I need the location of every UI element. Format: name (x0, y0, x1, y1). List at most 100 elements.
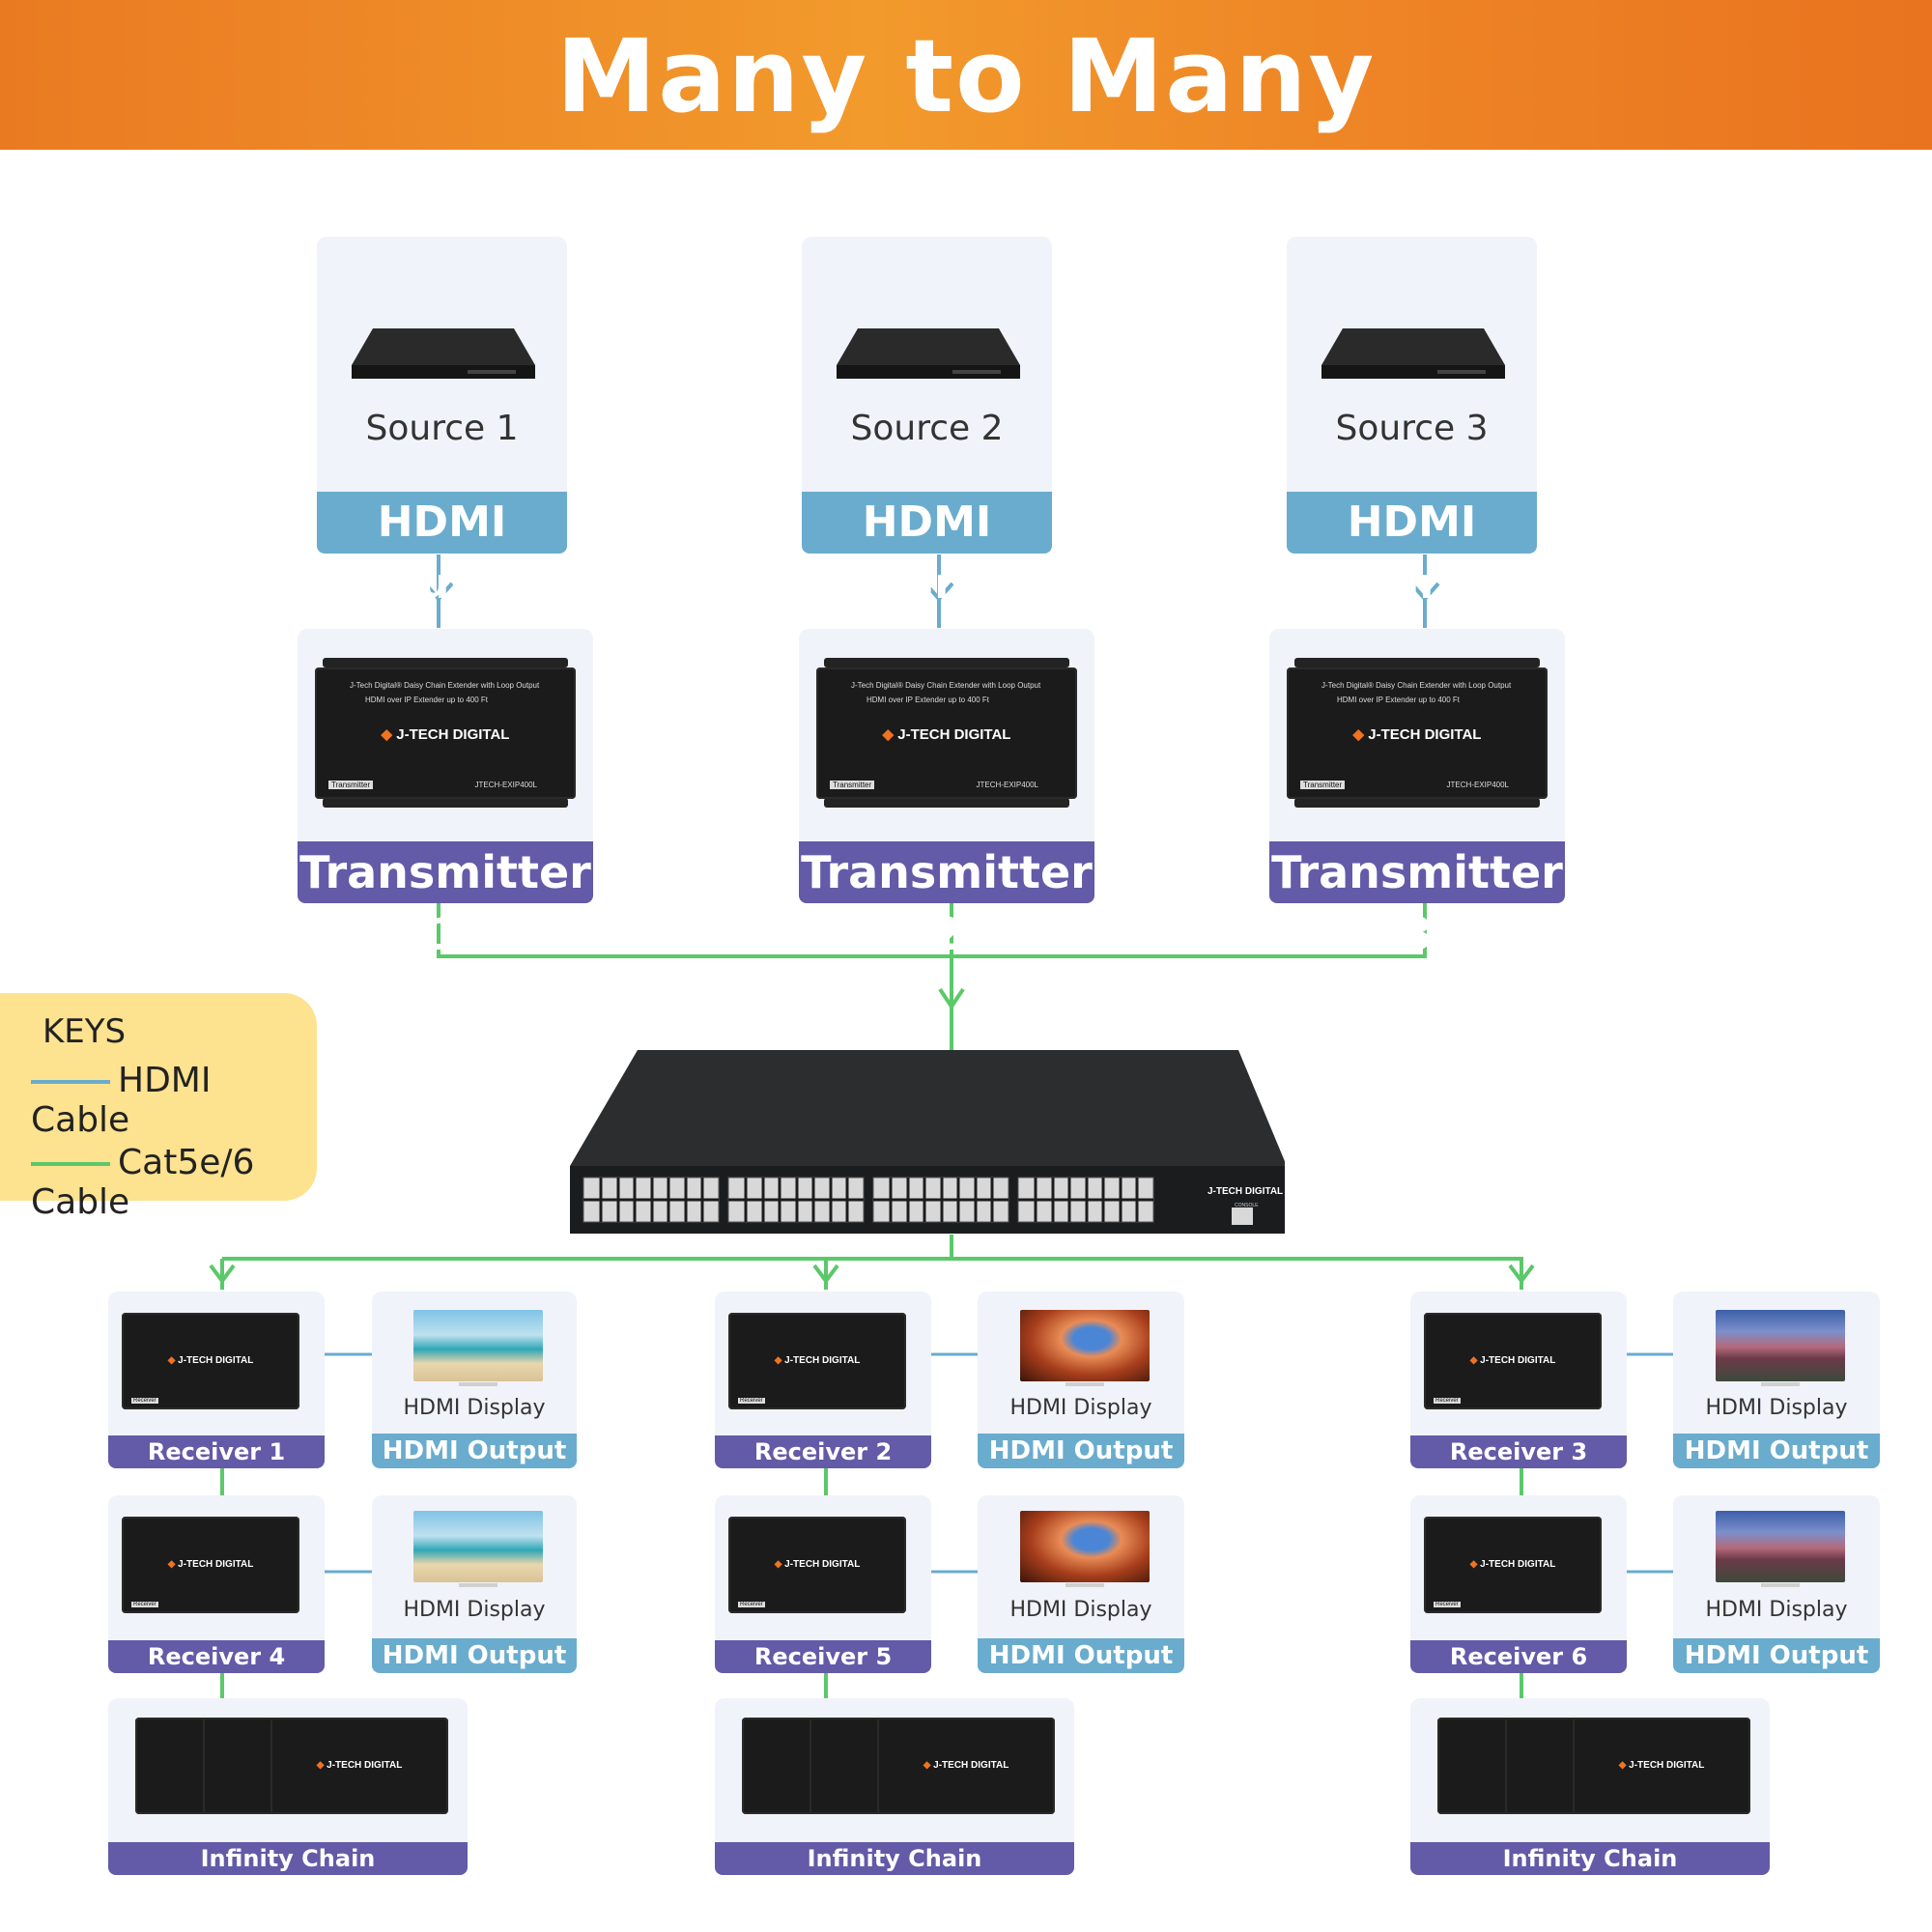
hdmi-cable-source-2 (923, 554, 954, 628)
keys-legend: KEYS HDMI Cable Cat5e/6 Cable (0, 993, 317, 1222)
hdmi-output-label: HDMI Output 3 (1673, 1434, 1880, 1500)
receiver-device-icon: ◆ J-TECH DIGITAL Receiver (1424, 1313, 1602, 1409)
beach-display-icon (413, 1511, 543, 1582)
hdmi-source-label: HDMI Source (802, 492, 1052, 609)
transmitter-card-1: J-Tech Digital® Daisy Chain Extender wit… (298, 629, 593, 960)
device-caption: J-Tech Digital® Daisy Chain Extender wit… (1321, 681, 1512, 690)
transmitter-device-icon: J-Tech Digital® Daisy Chain Extender wit… (315, 668, 576, 799)
device-caption: HDMI over IP Extender up to 400 Ft (1337, 696, 1461, 704)
receiver-device-icon: ◆ J-TECH DIGITAL (270, 1718, 448, 1814)
hdmi-output-label: HDMI Output 4 (372, 1638, 577, 1705)
device-ear (323, 798, 568, 808)
infinity-chain-label: Infinity Chain (108, 1842, 468, 1875)
source-name: Source 3 (1335, 409, 1489, 448)
output-card-6: HDMI Display HDMI Output 6 (1673, 1495, 1880, 1705)
receiver-device-icon: ◆ J-TECH DIGITAL (1573, 1718, 1750, 1814)
network-switch-icon (570, 1050, 1285, 1234)
receiver-device-icon: ◆ J-TECH DIGITAL Receiver (122, 1517, 299, 1613)
device-tag: Receiver (1434, 1602, 1461, 1607)
transmitter-card-3: J-Tech Digital® Daisy Chain Extender wit… (1269, 629, 1565, 960)
receiver-device-icon (810, 1718, 887, 1814)
device-tag: Transmitter (830, 781, 875, 789)
receiver-device-icon (135, 1718, 213, 1814)
display-caption: HDMI Display (403, 1598, 546, 1622)
receiver-device-icon (1437, 1718, 1515, 1814)
device-ear (323, 658, 568, 668)
device-caption: J-Tech Digital® Daisy Chain Extender wit… (350, 681, 540, 690)
switch-console-label: CONSOLE (1235, 1203, 1259, 1208)
output-card-1: HDMI Display HDMI Output 1 (372, 1292, 577, 1500)
device-ear (824, 798, 1069, 808)
output-card-5: HDMI Display HDMI Output 5 (978, 1495, 1184, 1705)
display-stand (1761, 1583, 1800, 1587)
receiver-card-4: ◆ J-TECH DIGITAL Receiver Receiver 4 (108, 1495, 325, 1673)
brand-logo: ◆ J-TECH DIGITAL (774, 1559, 861, 1570)
display-stand (1065, 1382, 1104, 1386)
cat-cable-transmitters (437, 903, 1427, 1051)
device-caption: HDMI over IP Extender up to 400 Ft (867, 696, 990, 704)
display-caption: HDMI Display (1705, 1598, 1848, 1622)
mountain-display-icon (1716, 1310, 1845, 1381)
receiver-card-1: ◆ J-TECH DIGITAL Receiver Receiver 1 (108, 1292, 325, 1468)
receiver-device-icon (203, 1718, 280, 1814)
brand-logo: ◆ J-TECH DIGITAL (1352, 725, 1482, 743)
cat-cables (209, 903, 1535, 1700)
brand-logo: ◆ J-TECH DIGITAL (381, 725, 510, 743)
display-caption: HDMI Display (1009, 1396, 1152, 1420)
display-caption: HDMI Display (1705, 1396, 1848, 1420)
receiver-device-icon (1505, 1718, 1582, 1814)
device-tag: Receiver (738, 1602, 765, 1607)
mountain-display-icon (1716, 1511, 1845, 1582)
hdmi-source-label: HDMI Source (1287, 492, 1537, 609)
source-name: Source 1 (365, 409, 519, 448)
device-ear (824, 658, 1069, 668)
title-banner: Many to Many (0, 0, 1932, 150)
hdmi-cable-swatch (31, 1080, 110, 1084)
receiver-card-2: ◆ J-TECH DIGITAL Receiver Receiver 2 (715, 1292, 931, 1468)
keys-cat-row: Cat5e/6 Cable (31, 1143, 317, 1222)
hdmi-output-label: HDMI Output 1 (372, 1434, 577, 1500)
transmitter-card-2: J-Tech Digital® Daisy Chain Extender wit… (799, 629, 1094, 960)
display-caption: HDMI Display (1009, 1598, 1152, 1622)
beach-display-icon (413, 1310, 543, 1381)
brand-logo: ◆ J-TECH DIGITAL (1618, 1760, 1705, 1771)
brand-logo: ◆ J-TECH DIGITAL (774, 1355, 861, 1366)
brand-logo: ◆ J-TECH DIGITAL (316, 1760, 403, 1771)
hdmi-cable-source-3 (1409, 554, 1440, 628)
cat-chain-links (220, 1468, 1523, 1700)
hdmi-output-label: HDMI Output 2 (978, 1434, 1184, 1500)
source-card-2: Source 2 HDMI Source (802, 237, 1052, 609)
device-caption: HDMI over IP Extender up to 400 Ft (365, 696, 489, 704)
transmitter-label: Transmitter 2 (799, 841, 1094, 960)
hdmi-cable-source-1 (423, 554, 454, 628)
display-stand (1065, 1583, 1104, 1587)
hdmi-output-label: HDMI Output 6 (1673, 1638, 1880, 1705)
source-card-3: Source 3 HDMI Source (1287, 237, 1537, 609)
receiver-device-icon: ◆ J-TECH DIGITAL Receiver (122, 1313, 299, 1409)
brand-logo: ◆ J-TECH DIGITAL (167, 1559, 254, 1570)
blu-ray-player-icon (837, 328, 1020, 379)
device-tag: Transmitter (328, 781, 374, 789)
brand-logo: ◆ J-TECH DIGITAL (1469, 1355, 1556, 1366)
chain-card-1: ◆ J-TECH DIGITAL Infinity Chain (108, 1698, 468, 1875)
device-model: JTECH-EXIP400L (1446, 781, 1509, 789)
receiver-device-icon (742, 1718, 819, 1814)
output-card-3: HDMI Display HDMI Output 3 (1673, 1292, 1880, 1500)
chain-card-2: ◆ J-TECH DIGITAL Infinity Chain (715, 1698, 1074, 1875)
keys-hdmi-row: HDMI Cable (31, 1061, 317, 1140)
receiver-label: Receiver 1 (108, 1435, 325, 1468)
source-card-1: Source 1 HDMI Source (317, 237, 567, 609)
device-model: JTECH-EXIP400L (976, 781, 1038, 789)
transmitter-label: Transmitter 1 (298, 841, 593, 960)
chain-card-3: ◆ J-TECH DIGITAL Infinity Chain (1410, 1698, 1770, 1875)
device-tag: Transmitter (1300, 781, 1346, 789)
infinity-chain-label: Infinity Chain (1410, 1842, 1770, 1875)
transmitter-label: Transmitter 3 (1269, 841, 1565, 960)
source-name: Source 2 (850, 409, 1004, 448)
brand-logo: ◆ J-TECH DIGITAL (1469, 1559, 1556, 1570)
keys-hdmi-label: HDMI Cable (31, 1061, 212, 1140)
receiver-card-6: ◆ J-TECH DIGITAL Receiver Receiver 6 (1410, 1495, 1627, 1673)
cat-arrow-switch (938, 987, 965, 1010)
receiver-device-icon: ◆ J-TECH DIGITAL Receiver (728, 1313, 906, 1409)
receiver-device-icon: ◆ J-TECH DIGITAL Receiver (728, 1517, 906, 1613)
